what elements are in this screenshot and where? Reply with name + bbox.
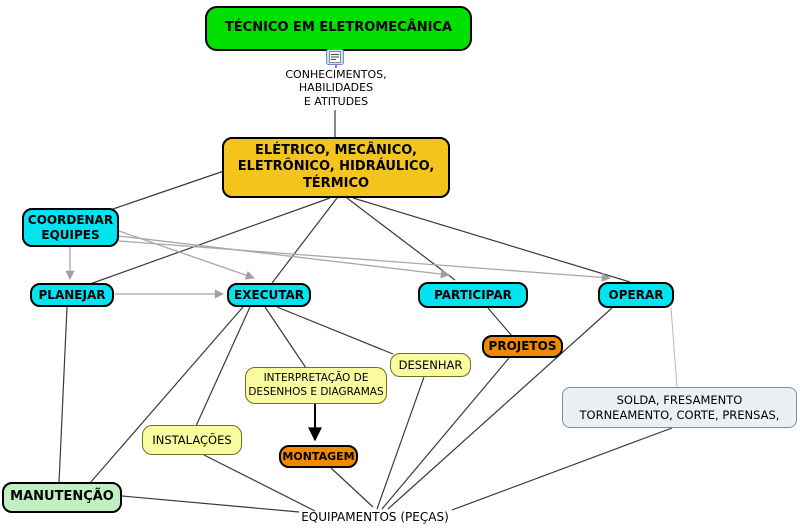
edge-eletrico-participar (346, 197, 456, 281)
node-equipamentos-pecas[interactable]: EQUIPAMENTOS (PEÇAS) (301, 509, 449, 524)
node-planejar[interactable]: PLANEJAR (30, 283, 114, 307)
node-executar[interactable]: EXECUTAR (227, 283, 311, 307)
resource-note-icon[interactable] (326, 49, 344, 65)
edge-eletrico-planejar (89, 197, 331, 285)
node-montagem[interactable]: MONTAGEM (279, 445, 358, 468)
edge-executar-desenhar (276, 306, 394, 355)
node-solda-fresamento-torneamento[interactable]: SOLDA, FRESAMENTO TORNEAMENTO, CORTE, PR… (562, 387, 797, 428)
edge-operar-equipamentos (387, 307, 613, 510)
edge-executar-interpretacao (264, 306, 307, 369)
edge-manutencao-equipamentos (121, 495, 300, 513)
node-interpretacao-desenhos-diagramas[interactable]: INTERPRETAÇÃO DE DESENHOS E DIAGRAMAS (245, 367, 387, 404)
edge-executar-manutencao (89, 306, 244, 484)
node-manutencao[interactable]: MANUTENÇÃO (2, 482, 122, 513)
node-participar[interactable]: PARTICIPAR (418, 282, 528, 308)
edge-desenhar-equipamentos (376, 376, 425, 510)
node-instalacoes[interactable]: INSTALAÇÕES (142, 425, 242, 455)
edge-executar-instalacoes (195, 306, 251, 427)
edge-planejar-manutencao (58, 306, 68, 484)
edge-instalacoes-equipamentos (203, 454, 316, 512)
node-operar[interactable]: OPERAR (598, 282, 674, 308)
edge-montagem-equipamentos (330, 467, 374, 508)
edge-solda-equipamentos (451, 427, 673, 511)
edge-projetos-equipamentos (381, 357, 510, 510)
label-conhecimentos-habilidades-atitudes: CONHECIMENTOS, HABILIDADES E ATITUDES (285, 67, 387, 108)
node-projetos[interactable]: PROJETOS (482, 335, 563, 358)
node-tecnico-em-eletromecanica[interactable]: TÉCNICO EM ELETROMECÂNICA (205, 6, 472, 51)
edge-operar-solda (670, 307, 678, 388)
edge-coordenar-operar (118, 240, 611, 282)
edge-eletrico-operar (352, 197, 631, 283)
edge-eletrico-coordenar (109, 170, 225, 211)
node-coordenar-equipes[interactable]: COORDENAR EQUIPES (22, 208, 119, 247)
node-eletrico-mecanico-eletronico[interactable]: ELÉTRICO, MECÂNICO, ELETRÔNICO, HIDRÁULI… (222, 137, 450, 198)
edge-coordenar-participar (118, 235, 450, 279)
node-desenhar[interactable]: DESENHAR (390, 353, 471, 377)
edge-eletrico-executar (271, 197, 338, 284)
edge-participar-projetos (487, 307, 513, 337)
